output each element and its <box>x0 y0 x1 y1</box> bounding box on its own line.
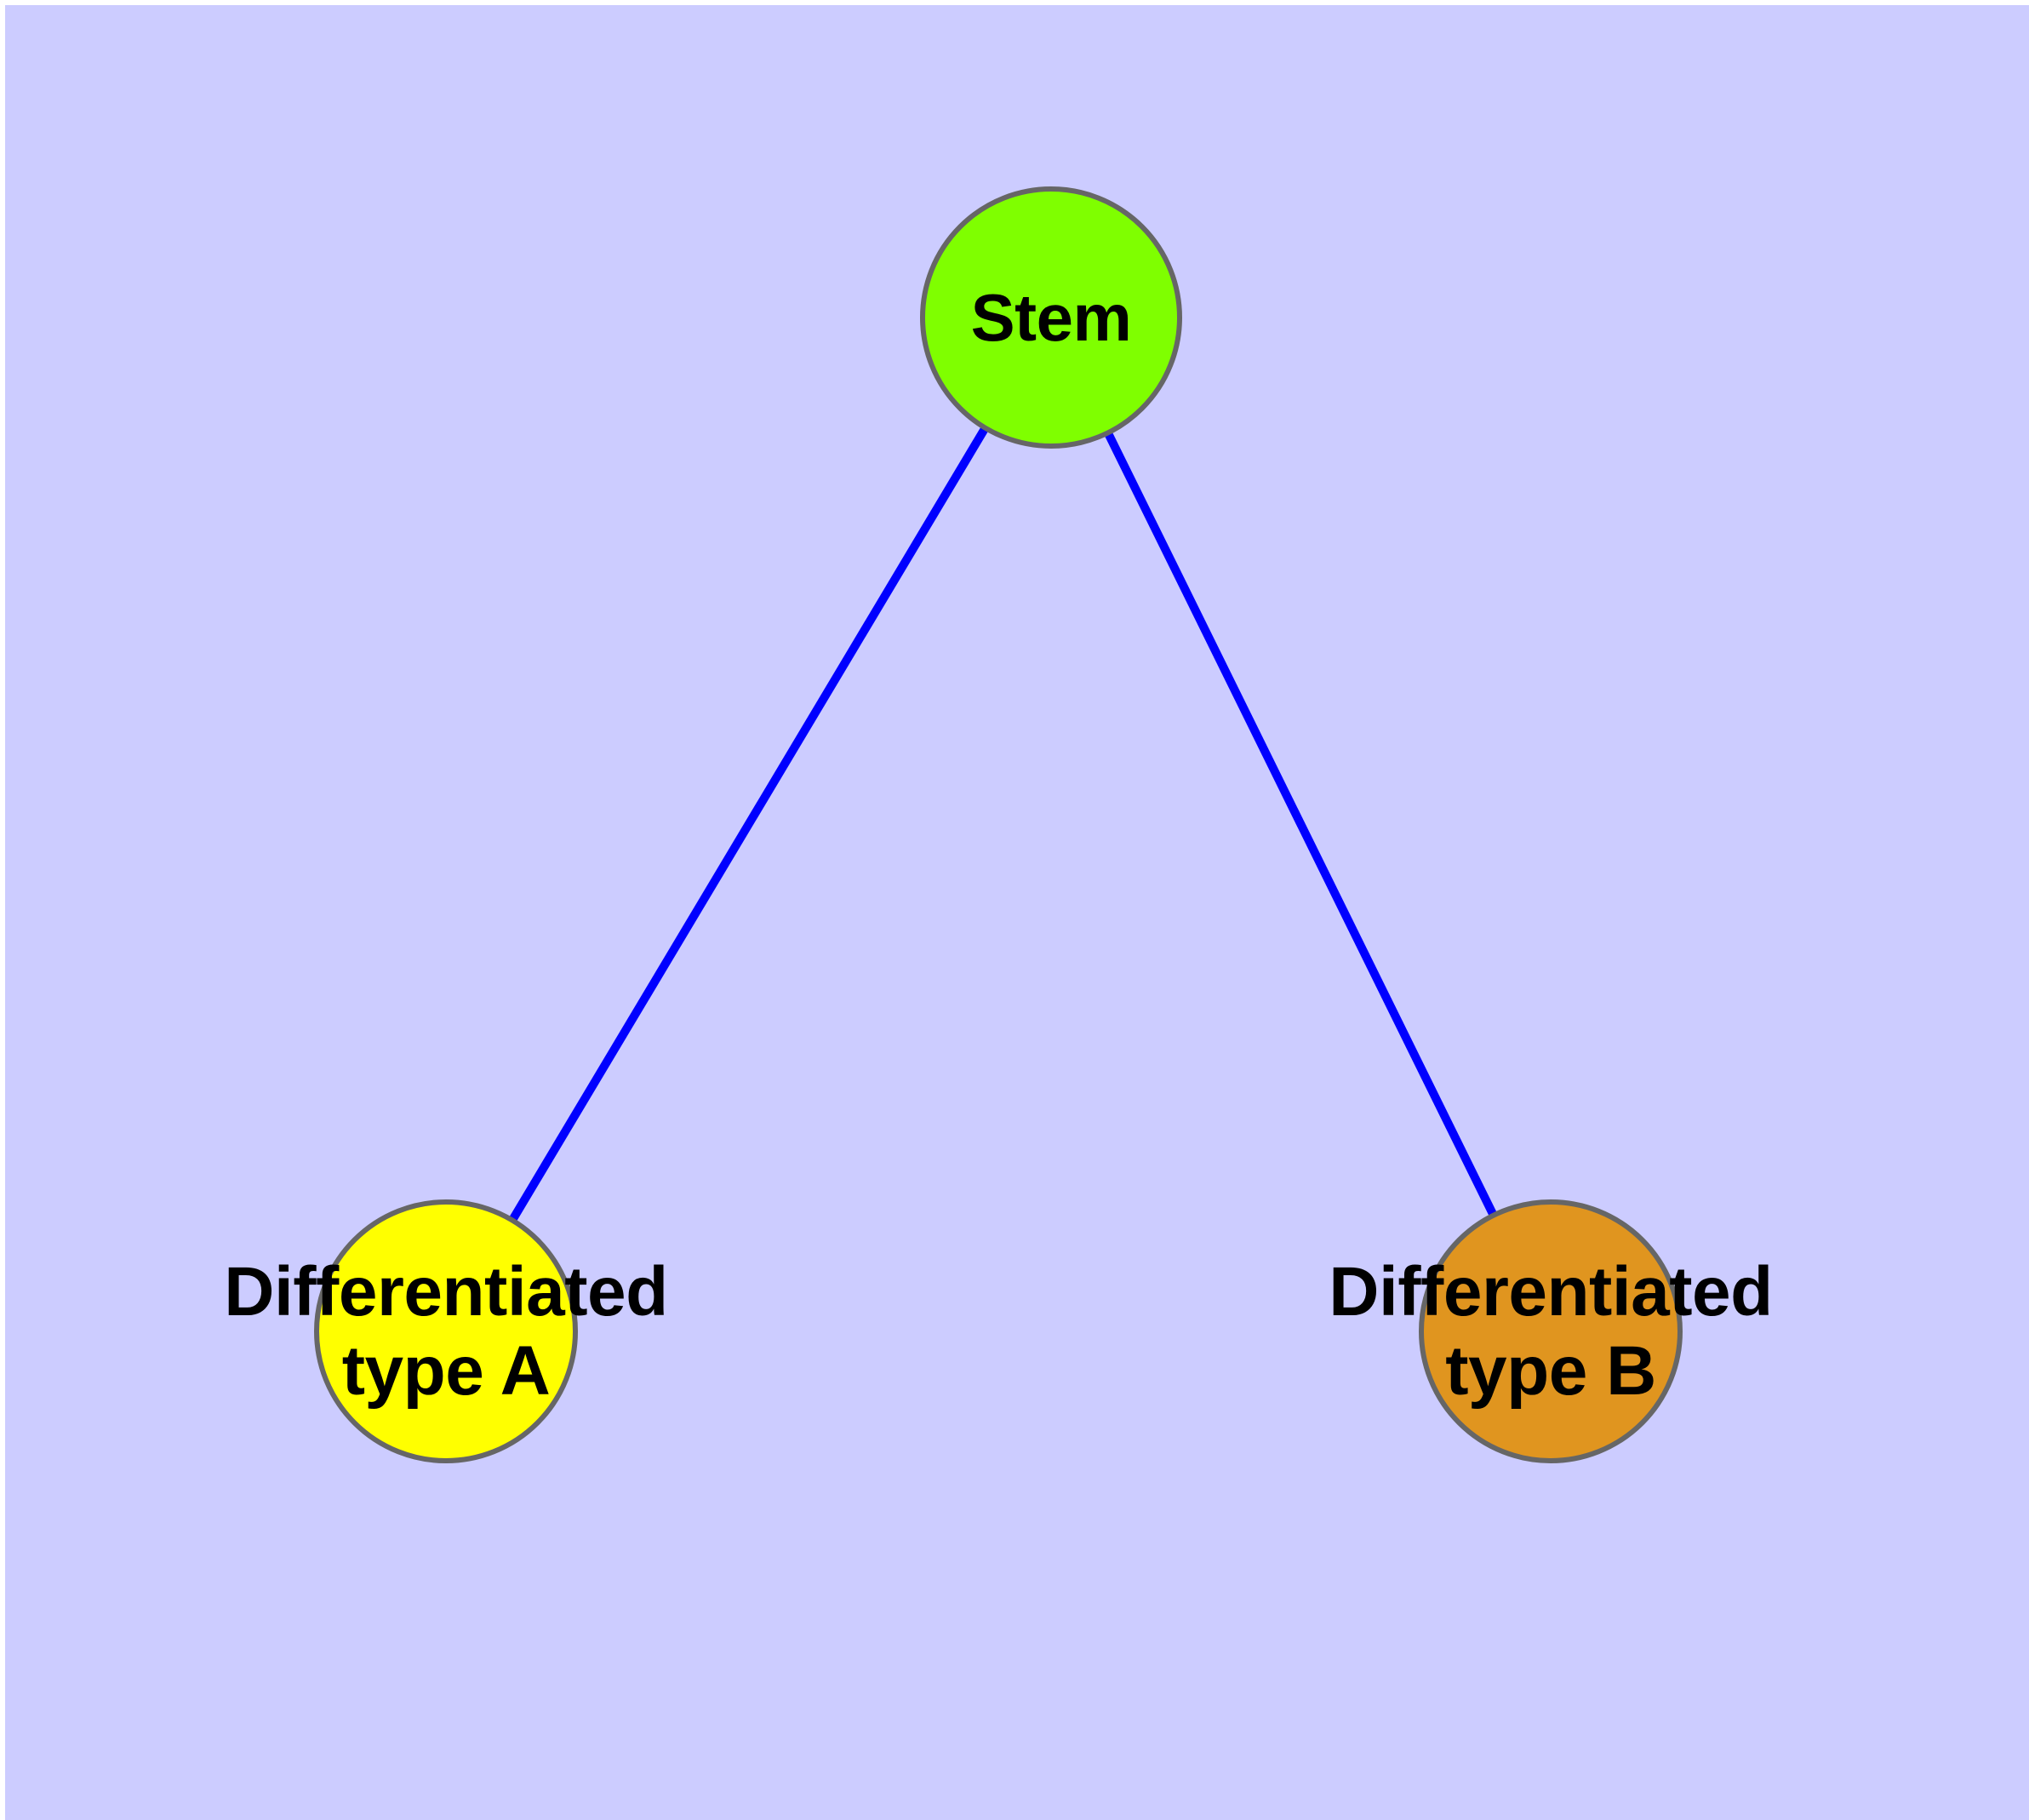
graph-edge-stem-to-a <box>442 315 1055 1334</box>
graph-node-diff-b[interactable] <box>1419 1199 1683 1463</box>
graph-edge-stem-to-b <box>1047 315 1555 1334</box>
edges-group <box>442 315 1555 1334</box>
node-hit-diff-a[interactable] <box>317 1202 575 1461</box>
node-hit-diff-b[interactable] <box>1421 1202 1680 1461</box>
nodes-group <box>314 186 1683 1463</box>
node-hit-stem[interactable] <box>923 189 1180 446</box>
graph-node-diff-a[interactable] <box>314 1199 578 1463</box>
graph-node-stem[interactable] <box>920 186 1182 449</box>
